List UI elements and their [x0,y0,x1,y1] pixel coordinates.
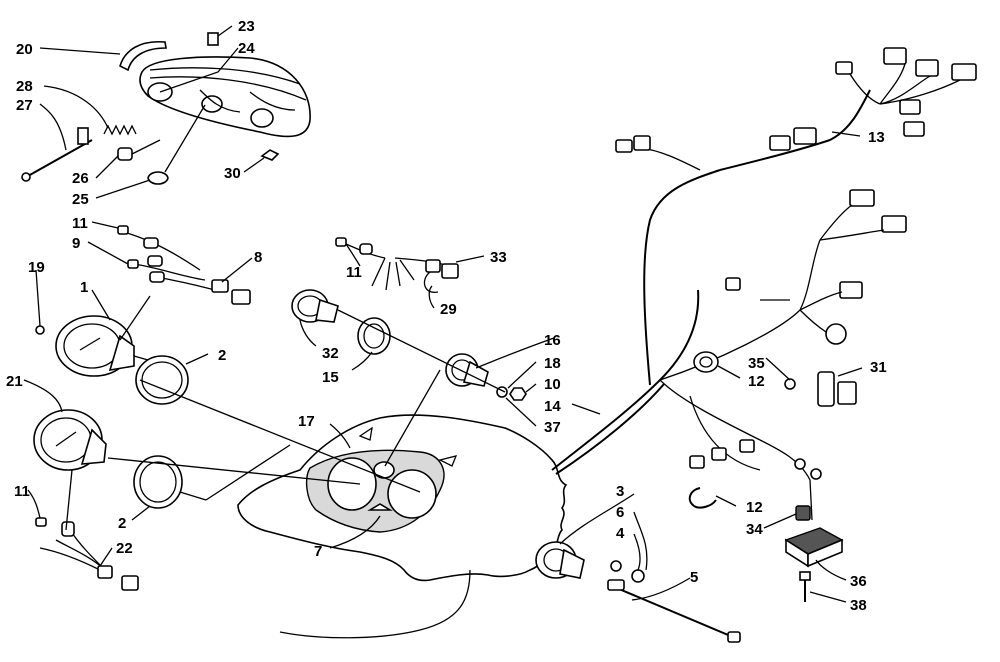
callout-16: 16 [544,332,561,349]
callout-11-bottom: 11 [14,483,30,500]
spring-28 [77,124,137,145]
harness-pigtail-8 [117,225,251,305]
tachometer-gauge-1 [55,315,149,377]
callout-27: 27 [16,97,33,114]
washer-6 [610,560,622,572]
callout-15: 15 [322,369,339,386]
callout-9: 9 [72,235,80,252]
callout-23: 23 [238,18,255,35]
callout-30: 30 [224,165,241,182]
main-wiring-harness-14 [279,47,977,639]
assembly-guide-lines [65,295,506,531]
callout-labels: 20 23 24 28 27 26 25 30 11 9 8 19 1 2 21… [6,18,887,614]
speedometer-gauge-21 [33,409,107,471]
callout-38: 38 [850,597,867,614]
callout-31: 31 [870,359,887,376]
headlight-assembly [139,56,311,138]
callout-14: 14 [544,398,561,415]
callout-20: 20 [16,41,33,58]
callout-11-top: 11 [72,215,88,232]
callout-29: 29 [440,301,457,318]
callout-26: 26 [72,170,89,187]
bolt-38 [799,571,811,602]
callout-12-upper: 12 [748,373,765,390]
indicator-light-32 [291,289,339,323]
callout-10: 10 [544,376,561,393]
grommet-12-upper [693,351,719,373]
callout-13: 13 [868,129,885,146]
socket-25 [147,104,206,185]
callout-12-lower: 12 [746,499,763,516]
callout-32: 32 [322,345,339,362]
headlight-seal-strip [119,41,167,72]
callout-34: 34 [746,521,763,538]
callout-2-lower: 2 [118,515,126,532]
callout-5: 5 [690,569,698,586]
nut-10 [509,387,527,401]
bezel-ring-2-lower [133,455,183,509]
bulb-26 [117,139,161,161]
hood-panel-7 [237,414,568,582]
nut-4 [631,569,645,583]
connector-31 [817,371,857,407]
callout-17: 17 [298,413,315,430]
callout-7: 7 [314,543,322,560]
grommet-12-lower [688,487,717,509]
callout-19: 19 [28,259,45,276]
bezel-ring-15 [357,317,391,355]
clip-23 [207,32,219,46]
callout-25: 25 [72,191,89,208]
callout-6: 6 [616,504,624,521]
harness-pigtail-22 [35,517,139,591]
voltage-regulator-36 [784,505,844,568]
callout-35: 35 [748,355,765,372]
leader-lines [23,25,863,603]
callout-18: 18 [544,355,561,372]
bezel-ring-2-upper [135,355,189,405]
callout-37: 37 [544,419,561,436]
callout-28: 28 [16,78,33,95]
adjusting-screw-27 [21,139,93,182]
callout-3: 3 [616,483,624,500]
callout-8: 8 [254,249,262,266]
callout-4: 4 [616,525,625,542]
callout-36: 36 [850,573,867,590]
speedometer-cable-5 [607,579,741,643]
clip-30 [260,149,280,161]
callout-11-middle: 11 [346,264,362,281]
harness-pigtail-33 [335,237,459,293]
callout-21: 21 [6,373,23,390]
screw-19 [35,325,45,335]
callout-2-upper: 2 [218,347,226,364]
callout-1: 1 [80,279,88,296]
speedometer-drive-3 [535,541,585,579]
callout-33: 33 [490,249,507,266]
screw-35 [784,378,796,390]
callout-24: 24 [238,40,255,57]
callout-22: 22 [116,540,133,557]
